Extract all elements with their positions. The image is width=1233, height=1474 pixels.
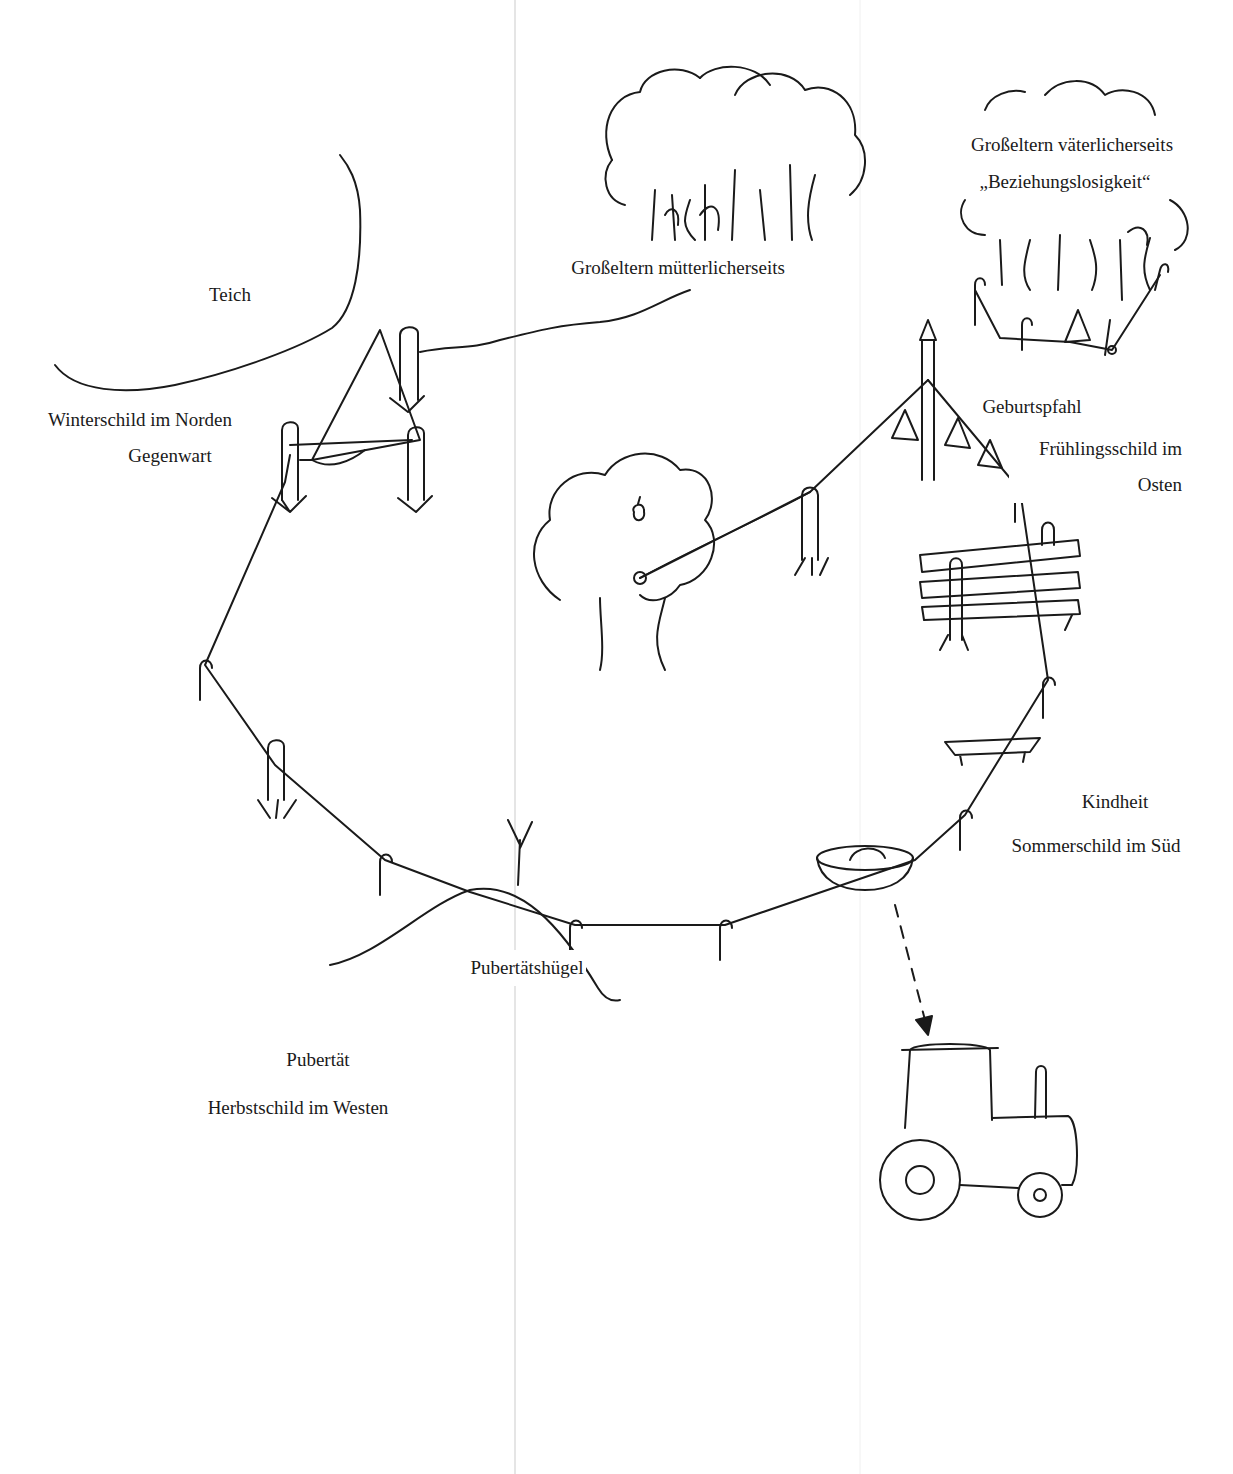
sketch-label: Geburtspfahl bbox=[979, 389, 1084, 425]
sketch-label: Frühlingsschild im Osten bbox=[1009, 431, 1185, 503]
sketch-label: Teich bbox=[206, 277, 254, 313]
sketch-label: Pubertätshügel bbox=[468, 950, 587, 986]
sketch-label: Großeltern väterlicherseits bbox=[968, 127, 1176, 163]
sketch-label: Gegenwart bbox=[125, 438, 214, 474]
sketch-label: Sommerschild im Süd bbox=[1009, 828, 1184, 864]
sketch-label: Kindheit bbox=[1079, 784, 1152, 820]
sketch-label: Herbstschild im Westen bbox=[205, 1090, 392, 1126]
sketch-label: Pubertät bbox=[283, 1042, 352, 1078]
sketch-label: Großeltern mütterlicherseits bbox=[568, 250, 788, 286]
sketch-label: Winterschild im Norden bbox=[45, 402, 235, 438]
sketch-label: „Beziehungslosigkeit“ bbox=[977, 164, 1154, 200]
